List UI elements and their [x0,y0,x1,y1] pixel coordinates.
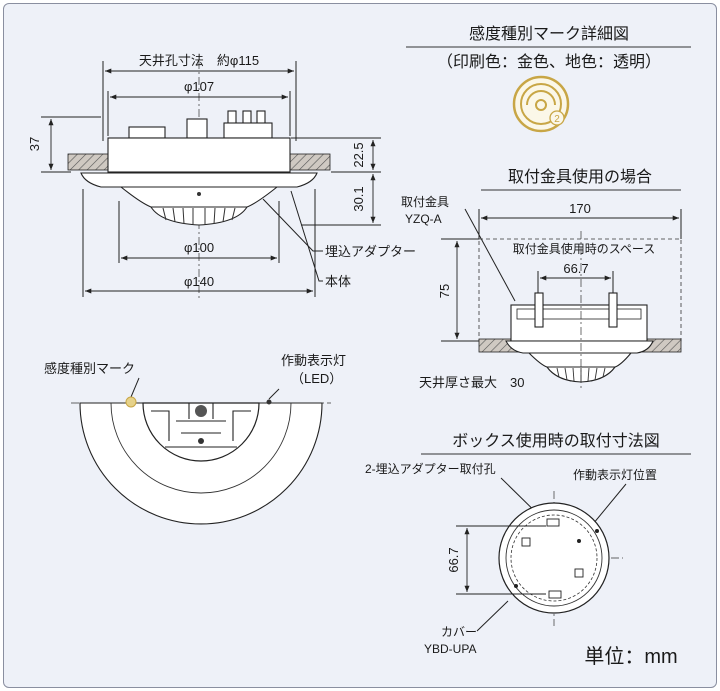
box-view-drawing: ボックス使用時の取付寸法図 2-埋込アダプター取付孔 作動表示灯位置 66.7 … [365,432,691,668]
dim-phi107: φ107 [184,79,214,94]
side-view-drawing: 天井孔寸法 約φ115 φ107 [27,53,416,301]
dim-phi100: φ100 [184,240,214,255]
label-led: （LED） [291,371,342,386]
label-cover: カバー [441,625,477,639]
technical-drawing: 感度種別マーク詳細図 （印刷色：金色、地色：透明） 2 天井孔寸法 約φ115 … [27,25,691,668]
label-indicator-lamp: 作動表示灯 [281,353,346,368]
label-cover-model: YBD-UPA [424,642,476,656]
sensor-mark-symbol: 2 [512,75,570,133]
mark-symbol-number: 2 [554,114,560,125]
label-embed-adapter: 埋込アダプター [325,244,416,259]
dim-h66-7-box: 66.7 [446,547,461,572]
mark-detail-title: 感度種別マーク詳細図 [469,25,629,43]
label-lamp-position: 作動表示灯位置 [573,467,657,482]
dim-h75: 75 [437,284,452,298]
diagram-frame: 感度種別マーク詳細図 （印刷色：金色、地色：透明） 2 天井孔寸法 約φ115 … [3,3,717,688]
label-main-body: 本体 [325,274,351,289]
label-bracket-space: 取付金具使用時のスペース [513,241,656,256]
dim-w66-7-bracket: 66.7 [563,261,588,276]
dim-phi140: φ140 [184,274,214,289]
ceiling-hole-label: 天井孔寸法 約φ115 [139,53,259,68]
label-bracket: 取付金具 [401,194,449,209]
bracket-use-title: 取付金具使用の場合 [508,168,652,186]
label-sensor-mark: 感度種別マーク [44,361,135,376]
dim-w170: 170 [569,201,591,216]
dim-h37: 37 [27,137,42,151]
mark-detail-section: 感度種別マーク詳細図 （印刷色：金色、地色：透明） 2 [406,25,691,133]
label-ceiling-thickness: 天井厚さ最大 30 [419,375,524,390]
dim-h22-5: 22.5 [351,142,366,167]
print-color-note: （印刷色：金色、地色：透明） [437,53,661,71]
box-use-title: ボックス使用時の取付寸法図 [452,432,660,450]
unit-label: 単位：mm [584,645,677,668]
bracket-view-drawing: 取付金具使用の場合 取付金具 YZQ-A 170 取付金具使用時のスペース 66… [401,168,682,390]
bottom-view-drawing: 感度種別マーク 作動表示灯 （LED） [44,353,346,525]
label-bracket-model: YZQ-A [405,212,442,226]
label-adapter-holes: 2-埋込アダプター取付孔 [365,461,496,476]
dim-h30-1: 30.1 [351,186,366,211]
